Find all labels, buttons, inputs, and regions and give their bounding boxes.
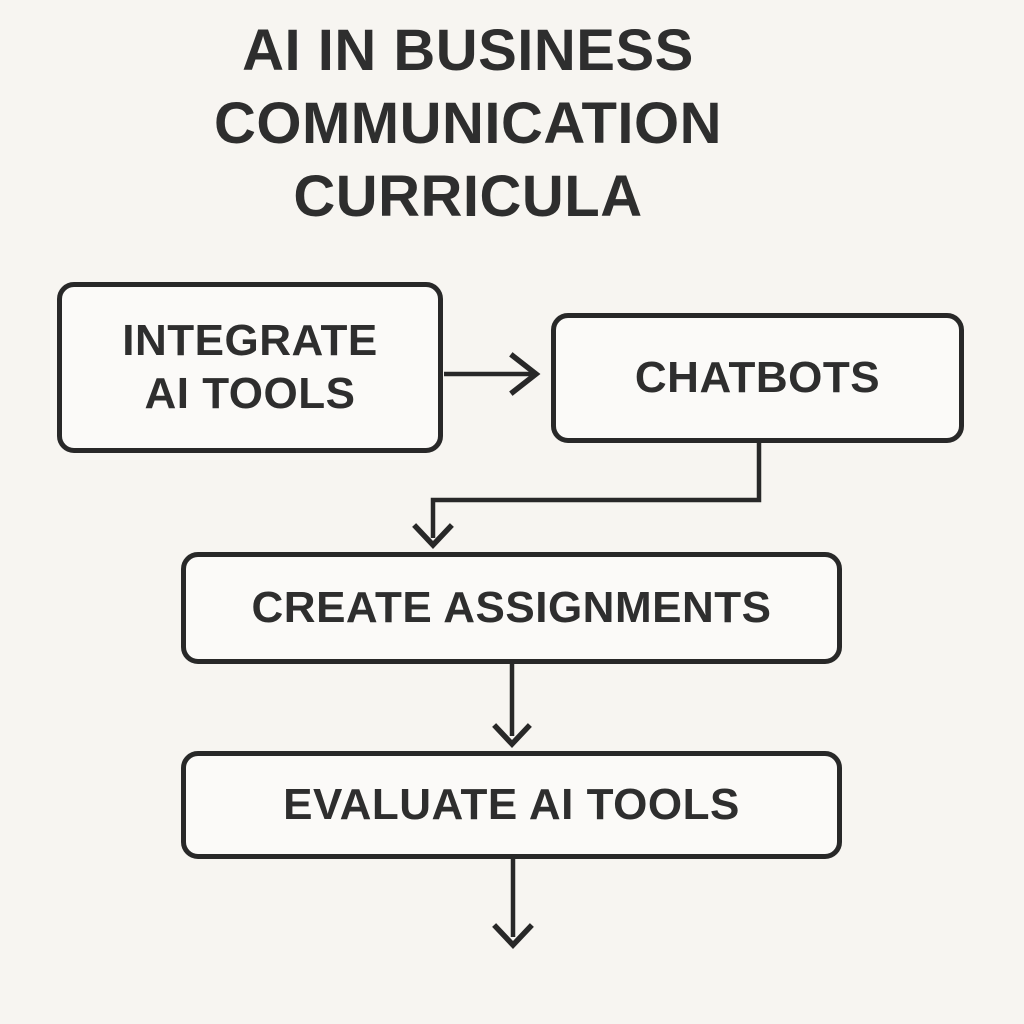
arrow-right-icon	[509, 352, 541, 396]
node-chatbots: CHATBOTS	[551, 313, 964, 443]
edge-evaluate-exit	[492, 859, 534, 950]
node-chatbots-label: CHATBOTS	[634, 352, 881, 402]
node-integrate-ai-tools: INTEGRATE AI TOOLS	[57, 282, 443, 453]
edge-create-assignments-to-evaluate	[492, 664, 532, 749]
node-evaluate-ai-tools: EVALUATE AI TOOLS	[181, 751, 842, 859]
edge-chatbots-to-create-assignments	[412, 443, 762, 550]
diagram-title: AI IN BUSINESS COMMUNICATION CURRICULA	[213, 18, 723, 229]
arrow-down-icon	[492, 923, 534, 950]
node-create-assignments-label: CREATE ASSIGNMENTS	[251, 582, 772, 632]
edge-integrate-to-chatbots	[444, 352, 541, 396]
node-create-assignments: CREATE ASSIGNMENTS	[181, 552, 842, 664]
node-evaluate-ai-tools-label: EVALUATE AI TOOLS	[283, 779, 740, 829]
node-integrate-ai-tools-label: INTEGRATE AI TOOLS	[122, 315, 378, 418]
arrow-down-icon	[412, 523, 454, 550]
arrow-down-icon	[492, 723, 532, 749]
edge-chatbots-to-create-assignments-line	[430, 443, 762, 538]
